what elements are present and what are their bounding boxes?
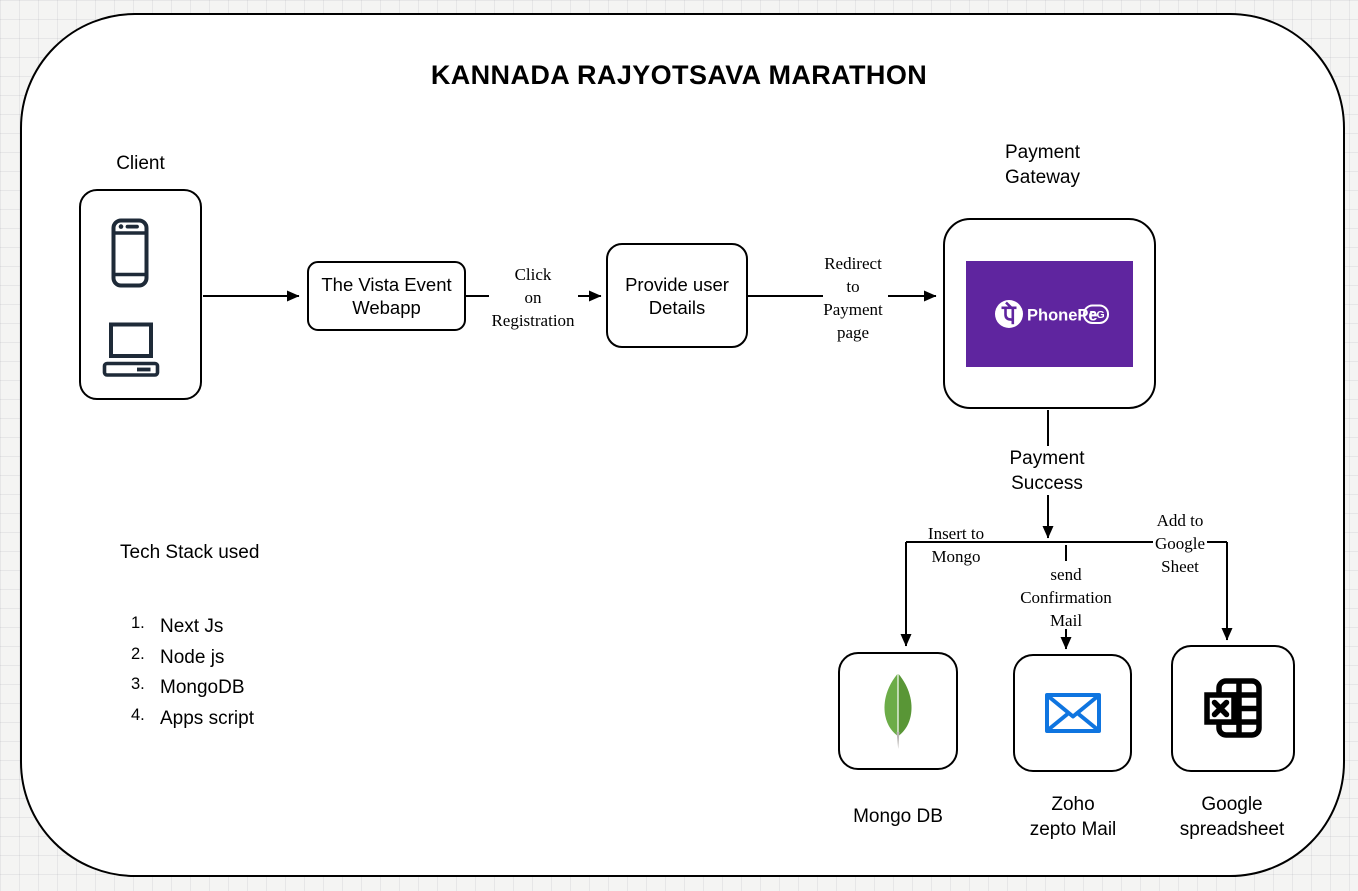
edge-label-insert-mongo: Insert to Mongo <box>927 524 985 566</box>
phonepe-pg-badge: PG <box>1090 309 1105 321</box>
google-sheet-label: Google spreadsheet <box>1179 794 1285 840</box>
phonepe-glyph <box>1001 301 1017 324</box>
payment-success-label: Payment Success <box>1009 448 1085 494</box>
diagram-title: KANNADA RAJYOTSAVA MARATHON <box>430 60 928 90</box>
mongodb-leaf-icon <box>884 674 912 749</box>
tech-item-label: MongoDB <box>160 677 245 698</box>
phonepe-brand-text: PhonePe <box>1027 306 1098 324</box>
phonepe-logo-icon: PhonePe PG <box>966 260 1133 367</box>
tech-item-label: Node js <box>160 646 225 668</box>
tech-stack-heading: Tech Stack used <box>120 542 260 563</box>
edge-label-send-mail: send Confirmation Mail <box>1020 565 1112 630</box>
tech-item-number: 2. <box>131 644 145 663</box>
mongodb-label: Mongo DB <box>853 806 943 827</box>
client-node <box>79 189 202 400</box>
user-details-node-label: Provide user Details <box>625 273 729 318</box>
tech-stack-list: 1. Next Js 2. Node js 3. MongoDB 4. Apps… <box>131 614 254 731</box>
tech-item-number: 3. <box>131 675 145 693</box>
tech-item-label: Next Js <box>160 616 224 637</box>
tech-item-label: Apps script <box>160 707 254 729</box>
spreadsheet-icon <box>1204 677 1262 738</box>
tech-item-number: 1. <box>131 614 145 632</box>
edge-label-redirect-payment: Redirect to Payment page <box>823 254 883 342</box>
tech-stack-item: 1. Next Js <box>131 614 254 639</box>
laptop-icon <box>102 322 160 377</box>
tech-item-number: 4. <box>131 705 145 724</box>
edge-label-add-sheet: Add to Google Sheet <box>1152 511 1208 576</box>
tech-stack-item: 3. MongoDB <box>131 675 254 700</box>
tech-stack-item: 2. Node js <box>131 644 254 670</box>
envelope-icon <box>1044 693 1101 733</box>
mongodb-node <box>838 652 958 770</box>
google-sheet-node <box>1171 645 1295 772</box>
webapp-node: The Vista Event Webapp <box>307 261 466 331</box>
payment-gateway-node: PhonePe PG <box>943 218 1156 409</box>
zoho-mail-label: Zoho zepto Mail <box>1029 794 1117 840</box>
client-label: Client <box>116 153 165 174</box>
user-details-node: Provide user Details <box>606 243 748 348</box>
payment-gateway-label: Payment Gateway <box>1005 142 1080 188</box>
tech-stack-item: 4. Apps script <box>131 705 254 731</box>
smartphone-icon <box>111 218 149 288</box>
edge-label-click-registration: Click on Registration <box>491 265 575 330</box>
webapp-node-label: The Vista Event Webapp <box>321 274 452 318</box>
zoho-mail-node <box>1013 654 1132 772</box>
